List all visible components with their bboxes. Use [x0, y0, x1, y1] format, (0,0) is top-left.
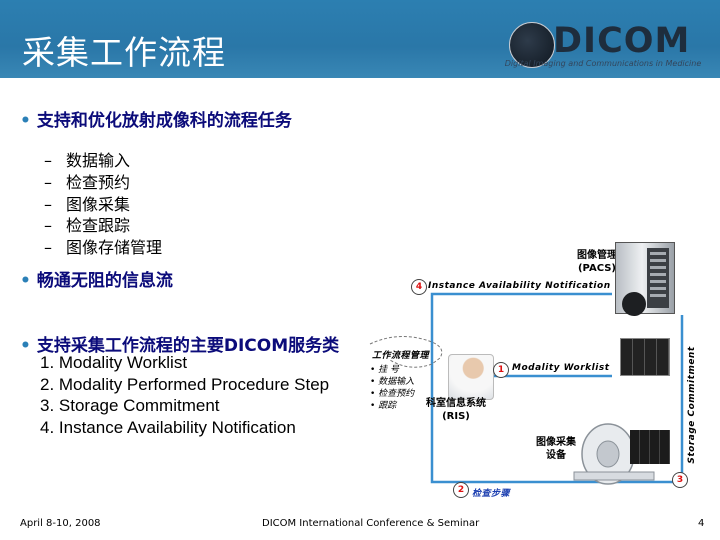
- workflow-mgmt-title: 工作流程管理: [372, 348, 429, 361]
- operator-photo-icon: [448, 354, 494, 400]
- sc-label: Storage Commitment: [687, 335, 697, 475]
- ris-list-item: • 跟踪: [370, 398, 396, 411]
- step-badge: 4: [411, 279, 427, 295]
- scan-images-icon: [630, 430, 670, 464]
- image-thumbnails-icon: [620, 338, 670, 376]
- arrow-ian: [432, 294, 612, 342]
- ris-label: 科室信息系统 (RIS): [416, 397, 496, 423]
- ris-label-line1: 科室信息系统: [416, 397, 496, 410]
- step-badge: 2: [453, 482, 469, 498]
- step-badge: 1: [493, 362, 509, 378]
- mwl-label: Modality Worklist: [512, 363, 610, 373]
- ian-label: Instance Availability Notification: [428, 281, 611, 291]
- footer-conference: DICOM International Conference & Seminar: [262, 518, 479, 529]
- disk-icon: [622, 292, 646, 316]
- ris-label-line2: (RIS): [416, 410, 496, 423]
- page-number: 4: [698, 518, 704, 529]
- mpps-label: 检查步骤: [472, 486, 510, 499]
- server-rack-icon: [647, 248, 669, 308]
- footer-date: April 8-10, 2008: [20, 518, 101, 529]
